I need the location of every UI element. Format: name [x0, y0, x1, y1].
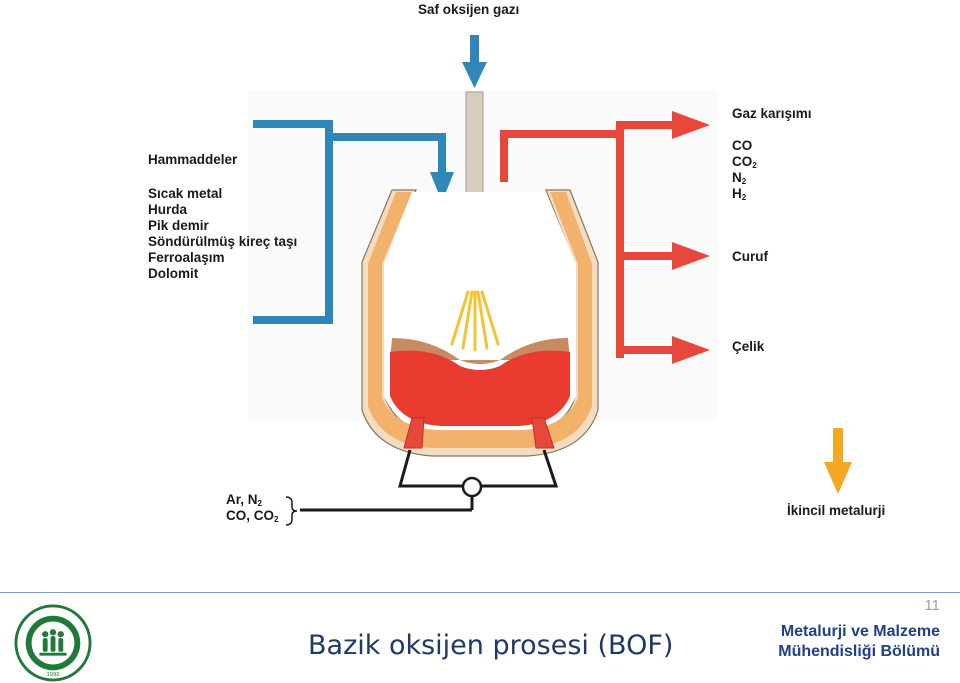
gas-component: CO2: [732, 154, 757, 170]
raw-material-item: Hurda: [148, 202, 188, 217]
gas-valve: [461, 476, 483, 498]
bottom-tuyere-right: [531, 417, 555, 449]
steel-label: Çelik: [732, 339, 765, 354]
bottom-gases-label: Ar, N2 CO, CO2: [226, 492, 279, 524]
secondary-metallurgy-arrow: [824, 428, 852, 494]
oxygen-jets: [450, 290, 500, 352]
gas-mixture-title: Gaz karışımı: [732, 106, 812, 121]
refractory-lining: [368, 192, 592, 448]
raw-material-item: Dolomit: [148, 266, 199, 281]
secondary-metallurgy-label: İkincil metalurji: [787, 503, 886, 518]
raw-material-feed-line: [253, 120, 454, 324]
raw-material-item: Ferroalaşım: [148, 250, 225, 265]
gas-component: CO: [732, 138, 753, 153]
svg-text:1992: 1992: [46, 672, 59, 678]
university-logo: 1992: [14, 604, 92, 682]
raw-material-item: Pik demir: [148, 218, 209, 233]
gas-component: H2: [732, 186, 747, 202]
raw-material-item: Söndürülmüş kireç taşı: [148, 234, 298, 249]
raw-material-item: Sıcak metal: [148, 186, 223, 201]
oxygen-inlet-arrow: [462, 35, 487, 88]
raw-materials-title: Hammaddeler: [148, 152, 238, 167]
page-number: 11: [924, 597, 940, 614]
bottom-tuyere-left: [403, 417, 425, 449]
bottom-gas-supply: [300, 449, 559, 512]
gas-brace: [285, 496, 298, 526]
slag-label: Curuf: [732, 249, 768, 264]
footer-divider: [0, 592, 960, 593]
department-line-2: Mühendisliği Bölümü: [778, 643, 940, 660]
department-line-1: Metalurji ve Malzeme: [780, 623, 940, 640]
oxygen-label: Saf oksijen gazı: [418, 2, 520, 17]
gas-mixture-list: CO CO2 N2 H2: [732, 138, 757, 202]
department-name: Metalurji ve Malzeme Mühendisliği Bölümü: [778, 622, 940, 662]
product-output-lines: [500, 111, 710, 364]
slide-title: Bazik oksijen prosesi (BOF): [308, 630, 674, 661]
molten-steel-bath: [390, 350, 570, 426]
raw-materials-list: Sıcak metal Hurda Pik demir Söndürülmüş …: [148, 186, 297, 282]
gas-component: N2: [732, 170, 747, 186]
bof-diagram: [253, 35, 852, 526]
